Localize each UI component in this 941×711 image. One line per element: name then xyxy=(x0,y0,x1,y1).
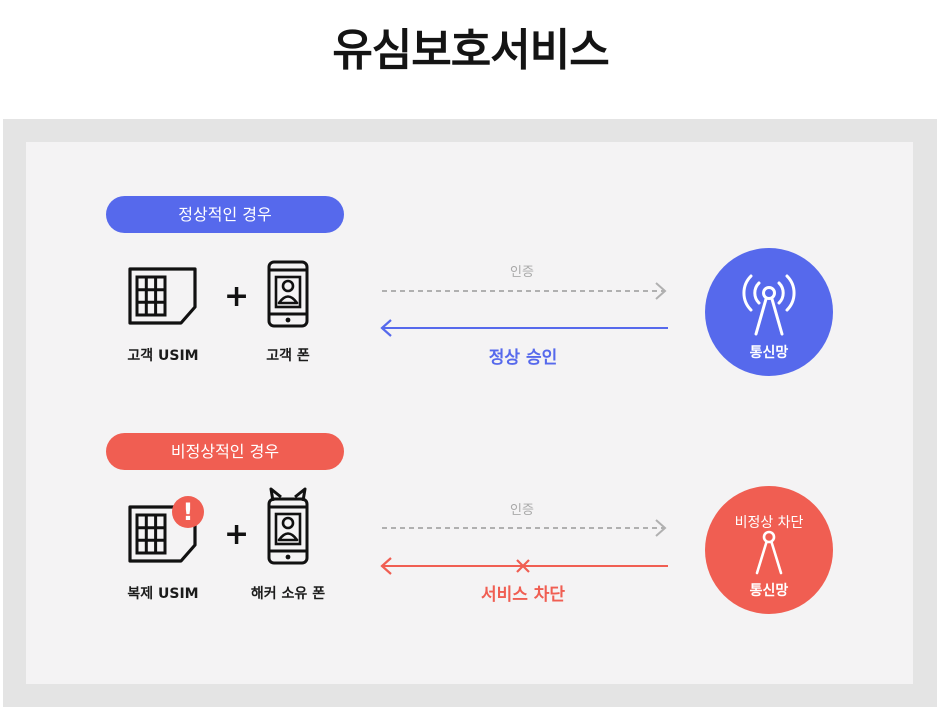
network-circle-normal-bg xyxy=(705,248,833,376)
sim-card-icon xyxy=(128,267,197,325)
network-circle-abnormal-bg xyxy=(705,486,833,614)
customer-phone-label: 고객 폰 xyxy=(266,348,310,364)
antenna-icon xyxy=(755,530,783,575)
page-title: 유심보호서비스 xyxy=(332,25,609,76)
alert-mark: ! xyxy=(182,498,194,526)
hacker-phone-icon xyxy=(267,487,309,565)
abnormal-case-pill: 비정상적인 경우 xyxy=(106,433,344,470)
plus-sign: + xyxy=(224,517,250,552)
auth-label: 인증 xyxy=(510,265,534,280)
approval-label: 정상 승인 xyxy=(488,348,558,368)
network-label-normal: 통신망 xyxy=(749,345,789,361)
customer-usim-label: 고객 USIM xyxy=(127,348,199,364)
phone-user-icon xyxy=(267,260,309,328)
alert-icon xyxy=(172,496,204,528)
abnormal-block-label: 비정상 차단 xyxy=(734,515,804,531)
blocked-arrow-left xyxy=(380,557,668,575)
antenna-tower-icon xyxy=(742,274,796,336)
auth-arrow-right xyxy=(382,519,667,537)
auth-arrow-right xyxy=(382,282,667,300)
network-label-abnormal: 통신망 xyxy=(749,583,789,599)
cloned-usim-label: 복제 USIM xyxy=(127,586,199,602)
service-blocked-label: 서비스 차단 xyxy=(480,585,566,605)
normal-case-pill: 정상적인 경우 xyxy=(106,196,344,233)
plus-sign: + xyxy=(224,279,250,314)
approval-arrow-left xyxy=(380,319,668,337)
hacker-phone-label: 해커 소유 폰 xyxy=(250,586,326,602)
auth-label: 인증 xyxy=(510,503,534,518)
